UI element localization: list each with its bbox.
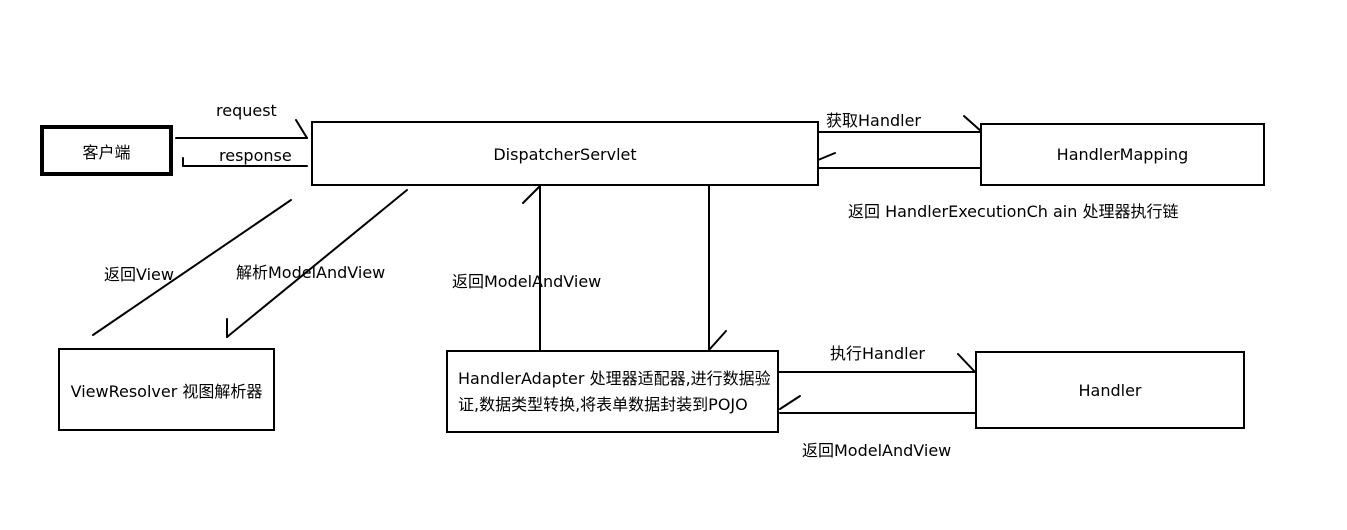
get-handler-label: 获取Handler [826,111,922,130]
return-chain-label: 返回 HandlerExecutionCh ain 处理器执行链 [848,202,1179,221]
return-view-label: 返回View [104,265,174,284]
handler-label: Handler [1078,380,1142,400]
handler-box: Handler [975,351,1245,429]
parse-mav-label: 解析ModelAndView [236,263,386,282]
request-label: request [216,101,277,120]
get-handler-arrowhead [963,115,983,133]
view-resolver-label: ViewResolver 视图解析器 [70,381,263,401]
client-box: 客户端 [40,125,173,176]
handler-adapter-label-line2: 证,数据类型转换,将表单数据封装到POJO [458,394,748,414]
response-label: response [219,146,292,165]
request-arrowhead [295,119,308,139]
view-resolver-box: ViewResolver 视图解析器 [58,348,275,431]
client-label: 客户端 [82,142,131,162]
dispatcher-servlet-box: DispatcherServlet [311,121,819,186]
handler-return-mav-arrowhead [779,395,801,410]
handler-mapping-box: HandlerMapping [980,123,1265,186]
dispatcher-to-adapter-arrowhead [708,330,727,351]
dispatcher-return-mav-label: 返回ModelAndView [452,272,602,291]
handler-adapter-label-line1: HandlerAdapter 处理器适配器,进行数据验 [458,368,771,388]
adapter-return-mav-label: 返回ModelAndView [802,441,952,460]
execute-handler-label: 执行Handler [830,344,926,363]
dispatcher-servlet-label: DispatcherServlet [493,145,637,164]
execute-handler-arrowhead [957,353,976,373]
handler-mapping-label: HandlerMapping [1056,145,1189,164]
adapter-return-mav-arrowhead [522,185,541,204]
parse-mav-arrow [226,189,408,338]
return-view-arrow [92,199,292,336]
return-chain-arrowhead [817,152,836,161]
handler-adapter-box: HandlerAdapter 处理器适配器,进行数据验 证,数据类型转换,将表单… [446,350,779,433]
